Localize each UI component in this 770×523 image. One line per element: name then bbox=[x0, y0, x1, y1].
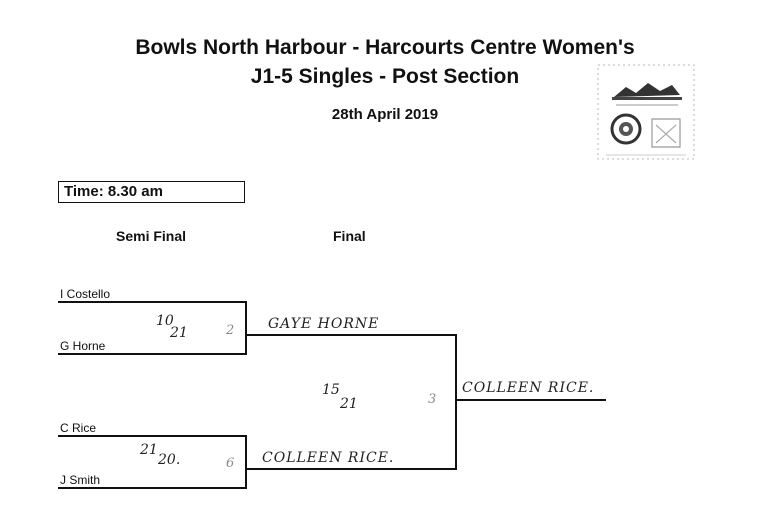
bracket-connector bbox=[455, 334, 457, 470]
bracket-line bbox=[58, 435, 246, 437]
player-name: G Horne bbox=[60, 339, 106, 353]
winner-name: GAYE HORNE bbox=[268, 316, 380, 332]
score-bottom: 21 bbox=[340, 396, 358, 412]
page-title-line-2: J1-5 Singles - Post Section bbox=[250, 65, 520, 88]
bracket-connector bbox=[245, 435, 247, 489]
event-date: 28th April 2019 bbox=[331, 106, 439, 123]
bracket-line bbox=[246, 334, 456, 336]
player-name: C Rice bbox=[60, 421, 97, 435]
rink-number: 3 bbox=[428, 392, 437, 407]
score-bottom: 21 bbox=[170, 325, 188, 341]
round-heading-semi-final: Semi Final bbox=[116, 228, 187, 244]
bracket-line bbox=[58, 353, 246, 355]
score-top: 10 bbox=[156, 313, 174, 329]
champion-name: COLLEEN RICE. bbox=[462, 380, 595, 396]
bracket-line bbox=[246, 468, 456, 470]
rink-number: 2 bbox=[226, 323, 235, 338]
session-time: Time: 8.30 am bbox=[58, 181, 245, 203]
bracket-line bbox=[456, 399, 606, 401]
score-top: 15 bbox=[322, 382, 340, 398]
player-name: I Costello bbox=[60, 287, 111, 301]
winner-name: COLLEEN RICE. bbox=[262, 450, 395, 466]
match-score: 10 21 bbox=[156, 313, 188, 341]
score-bottom: 20. bbox=[158, 452, 181, 468]
bracket-connector bbox=[245, 301, 247, 355]
club-logo-icon bbox=[597, 64, 695, 160]
rink-number: 6 bbox=[226, 456, 235, 471]
match-score: 21 20. bbox=[140, 442, 180, 468]
bracket-line bbox=[58, 301, 246, 303]
bracket-line bbox=[58, 487, 246, 489]
score-top: 21 bbox=[140, 442, 158, 458]
match-score: 15 21 bbox=[322, 382, 358, 412]
page-title-line-1: Bowls North Harbour - Harcourts Centre W… bbox=[135, 36, 635, 59]
player-name: J Smith bbox=[60, 473, 101, 487]
round-heading-final: Final bbox=[333, 228, 366, 244]
